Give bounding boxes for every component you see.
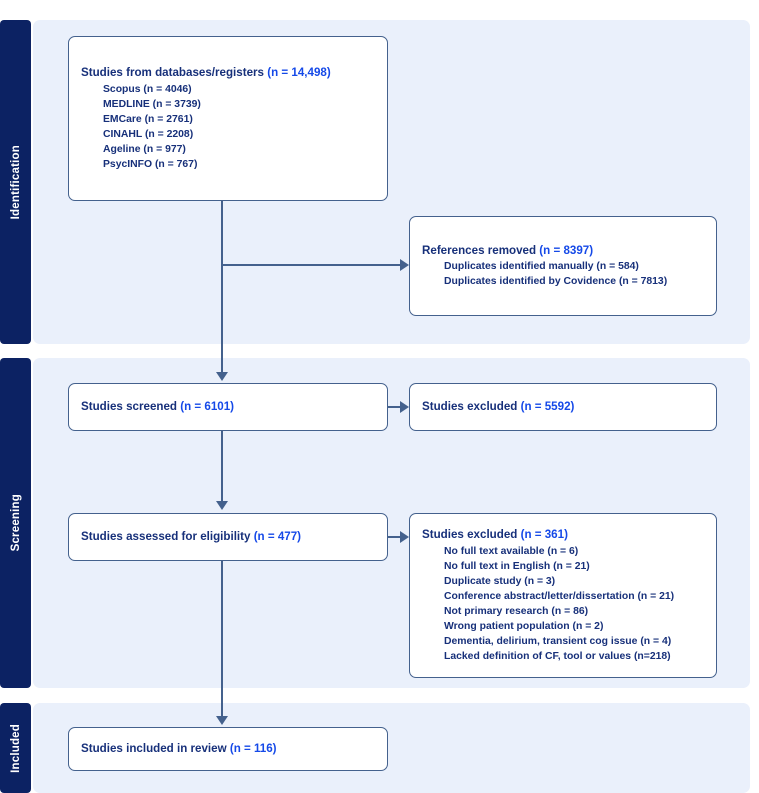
- list-item: CINAHL (n = 2208): [103, 128, 194, 140]
- box-references-removed[interactable]: References removed (n = 8397) Duplicates…: [409, 216, 717, 316]
- list-item: Duplicates identified manually (n = 584): [444, 261, 639, 273]
- count-eligibility: (n = 477): [253, 530, 302, 544]
- box-studies-included[interactable]: Studies included in review (n = 116): [68, 727, 388, 771]
- list-item: Lacked definition of CF, tool or values …: [444, 651, 671, 663]
- box-title-studies-included: Studies included in review (n = 116): [81, 742, 277, 756]
- list-item: Duplicate study (n = 3): [444, 575, 556, 587]
- count-references-removed: (n = 8397): [539, 243, 594, 257]
- box-list-studies-excluded-eligibility: No full text available (n = 6) No full t…: [422, 544, 704, 665]
- list-item: EMCare (n = 2761): [103, 113, 193, 125]
- list-item: Dementia, delirium, transient cog issue …: [444, 635, 672, 647]
- count-studies-screened: (n = 6101): [180, 400, 235, 414]
- connector-eligibility-to-included: [221, 561, 223, 719]
- arrow-databases-to-screened: [216, 372, 228, 381]
- box-studies-from-databases[interactable]: Studies from databases/registers (n = 14…: [68, 36, 388, 201]
- box-studies-assessed-eligibility[interactable]: Studies assessed for eligibility (n = 47…: [68, 513, 388, 561]
- count-studies-excluded-screening: (n = 5592): [520, 400, 575, 414]
- count-databases: (n = 14,498): [267, 65, 331, 79]
- list-item: MEDLINE (n = 3739): [103, 98, 201, 110]
- connector-databases-to-screened: [221, 201, 223, 374]
- box-list-references-removed: Duplicates identified manually (n = 584)…: [422, 259, 704, 289]
- stage-label-identification: Identification: [9, 144, 22, 220]
- stage-label-included: Included: [9, 723, 22, 773]
- count-studies-included: (n = 116): [229, 742, 277, 756]
- list-item: Ageline (n = 977): [103, 143, 186, 155]
- arrow-eligibility-to-excluded: [400, 531, 409, 543]
- box-title-studies-excluded-eligibility: Studies excluded (n = 361): [422, 527, 568, 541]
- count-studies-excluded-eligibility: (n = 361): [520, 527, 568, 541]
- arrow-screened-to-excluded: [400, 401, 409, 413]
- box-studies-excluded-screening[interactable]: Studies excluded (n = 5592): [409, 383, 717, 431]
- arrow-databases-to-removed: [400, 259, 409, 271]
- box-title-eligibility: Studies assessed for eligibility (n = 47…: [81, 530, 302, 544]
- stage-rail-screening: Screening: [0, 358, 31, 688]
- connector-databases-to-removed: [221, 264, 401, 266]
- connector-screened-to-eligibility: [221, 431, 223, 503]
- box-title-databases: Studies from databases/registers (n = 14…: [81, 65, 331, 79]
- box-title-studies-screened: Studies screened (n = 6101): [81, 400, 235, 414]
- list-item: No full text available (n = 6): [444, 545, 579, 557]
- box-studies-screened[interactable]: Studies screened (n = 6101): [68, 383, 388, 431]
- stage-rail-identification: Identification: [0, 20, 31, 344]
- connector-screened-to-excluded: [388, 406, 402, 408]
- arrow-screened-to-eligibility: [216, 501, 228, 510]
- arrow-eligibility-to-included: [216, 716, 228, 725]
- list-item: No full text in English (n = 21): [444, 560, 590, 572]
- box-studies-excluded-eligibility[interactable]: Studies excluded (n = 361) No full text …: [409, 513, 717, 678]
- list-item: PsycINFO (n = 767): [103, 158, 198, 170]
- connector-eligibility-to-excluded: [388, 536, 402, 538]
- list-item: Not primary research (n = 86): [444, 605, 589, 617]
- stage-label-screening: Screening: [9, 494, 22, 552]
- box-title-studies-excluded-screening: Studies excluded (n = 5592): [422, 400, 575, 414]
- stage-rail-included: Included: [0, 703, 31, 793]
- list-item: Duplicates identified by Covidence (n = …: [444, 276, 668, 288]
- list-item: Conference abstract/letter/dissertation …: [444, 590, 675, 602]
- box-title-references-removed: References removed (n = 8397): [422, 243, 594, 257]
- box-list-databases: Scopus (n = 4046) MEDLINE (n = 3739) EMC…: [81, 82, 375, 172]
- list-item: Wrong patient population (n = 2): [444, 620, 604, 632]
- list-item: Scopus (n = 4046): [103, 83, 192, 95]
